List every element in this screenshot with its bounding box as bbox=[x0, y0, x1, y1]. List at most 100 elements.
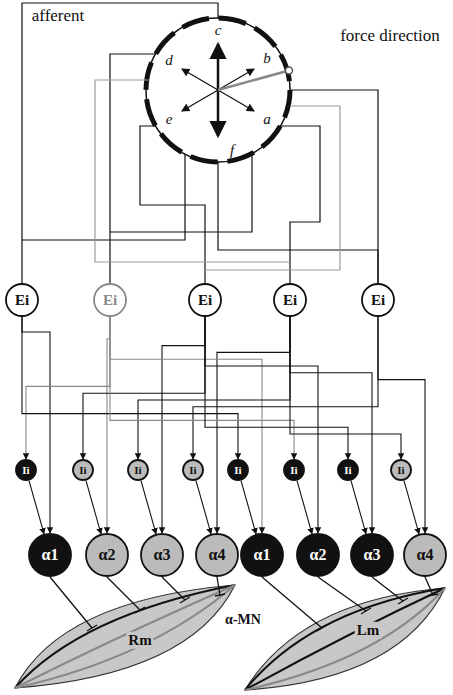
node-label: Ei bbox=[188, 283, 222, 317]
motor-axon bbox=[372, 577, 408, 604]
excitatory-connection bbox=[217, 317, 290, 533]
inhibitory-interneuron: Ii bbox=[390, 459, 412, 481]
direction-letter: c bbox=[215, 22, 222, 39]
motor-axon bbox=[162, 577, 190, 603]
muscle-fiber bbox=[15, 585, 235, 688]
muscle-fibers bbox=[15, 585, 445, 690]
node-label: Ei bbox=[361, 283, 395, 317]
direction-arrow bbox=[182, 90, 218, 111]
excitatory-connection bbox=[378, 317, 425, 533]
motor-neuron: α2 bbox=[85, 533, 129, 577]
excitatory-interneuron: Ei bbox=[188, 283, 222, 317]
motor-axon bbox=[318, 577, 371, 614]
inhibitory-synapse bbox=[86, 481, 101, 534]
afferent-wire bbox=[95, 80, 290, 262]
motor-axon bbox=[215, 577, 225, 596]
motor-neuron: α2 bbox=[296, 533, 340, 577]
node-label: α1 bbox=[28, 533, 72, 577]
afferent-wire bbox=[205, 106, 340, 270]
direction-arrow bbox=[218, 90, 254, 111]
node-label: Ii bbox=[182, 459, 204, 481]
muscle-rm bbox=[15, 585, 235, 688]
inhibitory-interneuron: Ii bbox=[337, 459, 359, 481]
inhibitory-synapse bbox=[351, 481, 366, 534]
afferent-wire bbox=[140, 126, 205, 283]
motor-neuron: α4 bbox=[195, 533, 239, 577]
excitatory-connection bbox=[205, 317, 348, 459]
direction-letter: e bbox=[166, 111, 173, 128]
node-label: Ii bbox=[127, 459, 149, 481]
direction-arrow bbox=[217, 90, 220, 136]
node-circle bbox=[183, 460, 203, 480]
node-label: α3 bbox=[140, 533, 184, 577]
muscle-label: Rm bbox=[126, 632, 153, 649]
motor-neuron: α3 bbox=[140, 533, 184, 577]
muscle-fiber bbox=[245, 588, 445, 690]
node-circle bbox=[297, 534, 339, 576]
node-circle bbox=[189, 284, 221, 316]
node-label: Ii bbox=[337, 459, 359, 481]
node-circle bbox=[86, 534, 128, 576]
node-label: α3 bbox=[350, 533, 394, 577]
inhibitory-interneuron: Ii bbox=[72, 459, 94, 481]
node-circle bbox=[362, 284, 394, 316]
node-label: α4 bbox=[403, 533, 447, 577]
direction-arrow bbox=[218, 69, 254, 90]
node-circle bbox=[241, 534, 283, 576]
afferent-wire bbox=[110, 154, 252, 232]
excitatory-connection bbox=[138, 317, 290, 459]
inhibitory-synapse bbox=[141, 481, 156, 534]
direction-arrow bbox=[217, 44, 220, 90]
excitatory-interneuron: Ei bbox=[361, 283, 395, 317]
excitatory-connection bbox=[110, 317, 262, 533]
excitatory-connection bbox=[110, 317, 294, 459]
excitatory-connection bbox=[205, 317, 318, 533]
node-circle bbox=[274, 284, 306, 316]
node-circle bbox=[228, 460, 248, 480]
afferent-wires bbox=[22, 3, 378, 283]
inhibitory-interneuron: Ii bbox=[227, 459, 249, 481]
inhibitory-interneuron: Ii bbox=[15, 459, 37, 481]
node-label: Ii bbox=[15, 459, 37, 481]
excitatory-connection bbox=[193, 317, 378, 459]
node-circle bbox=[73, 460, 93, 480]
node-label: α2 bbox=[85, 533, 129, 577]
afferent-wires-grey bbox=[95, 80, 340, 270]
afferent-wire bbox=[22, 3, 218, 283]
direction-letter: a bbox=[263, 111, 271, 128]
inhibitory-synapse bbox=[404, 481, 419, 534]
afferent-wire bbox=[110, 54, 156, 283]
motor-axon bbox=[262, 577, 327, 631]
node-circle bbox=[94, 284, 126, 316]
inhibitory-interneuron: Ii bbox=[283, 459, 305, 481]
excitatory-interneuron: Ei bbox=[273, 283, 307, 317]
direction-ring bbox=[146, 18, 290, 162]
node-label: Ii bbox=[227, 459, 249, 481]
afferent-label: afferent bbox=[32, 7, 85, 26]
force-marker bbox=[286, 67, 293, 74]
node-label: α4 bbox=[195, 533, 239, 577]
inhibitory-synapse bbox=[196, 481, 211, 534]
inhibitory-synapse bbox=[297, 481, 312, 534]
inhibitory-synapse bbox=[241, 481, 256, 534]
node-label: α2 bbox=[296, 533, 340, 577]
node-circle bbox=[6, 284, 38, 316]
excitatory-interneuron: Ei bbox=[5, 283, 39, 317]
node-label: α1 bbox=[240, 533, 284, 577]
node-label: Ei bbox=[5, 283, 39, 317]
node-circle bbox=[29, 534, 71, 576]
node-circle bbox=[196, 534, 238, 576]
inhibitory-synapse bbox=[29, 481, 44, 534]
muscle-fiber bbox=[245, 588, 445, 690]
muscle-fiber bbox=[15, 585, 235, 688]
force-direction-label: force direction bbox=[340, 27, 440, 46]
excitatory-connection bbox=[26, 317, 110, 459]
motor-neuron: α1 bbox=[28, 533, 72, 577]
node-label: Ii bbox=[283, 459, 305, 481]
excitatory-connection bbox=[83, 317, 205, 459]
afferent-wire bbox=[22, 154, 185, 240]
force-vector bbox=[218, 71, 287, 90]
alpha-mn-label: α-MN bbox=[225, 612, 261, 627]
